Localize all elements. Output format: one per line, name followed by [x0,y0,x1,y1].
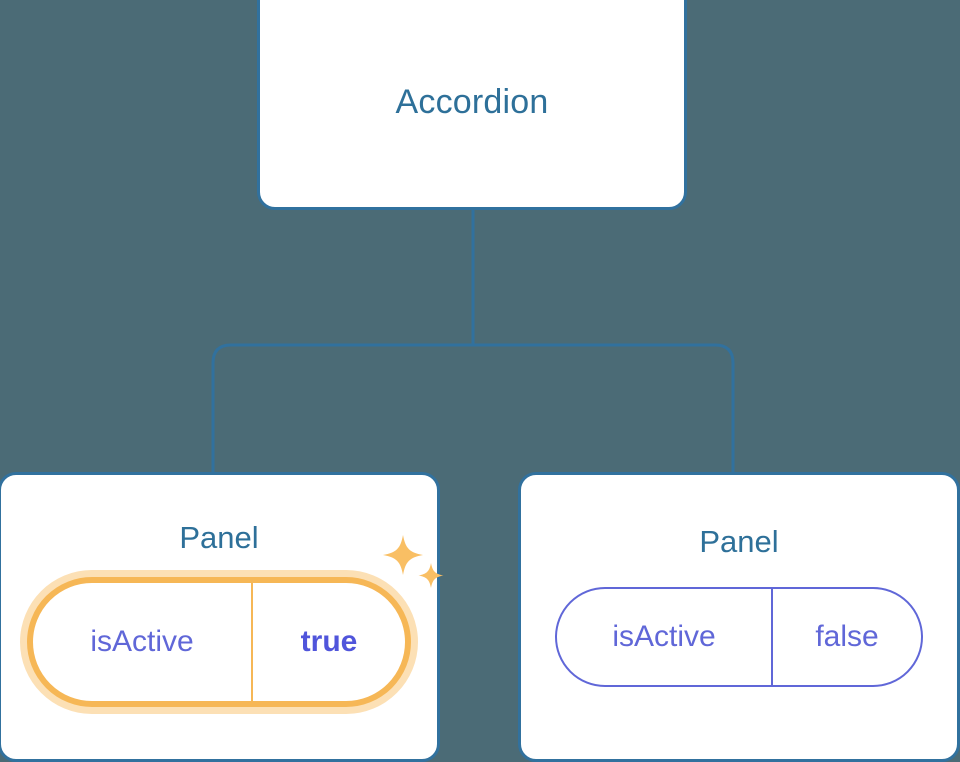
node-panel-active-title: Panel [179,520,259,555]
sparkle-small-icon [418,563,444,588]
prop-divider [251,583,253,701]
connector-branch-bar [211,343,735,472]
prop-key: isActive [612,620,716,653]
node-accordion-title: Accordion [395,83,549,121]
node-panel-inactive-title: Panel [699,524,779,559]
prop-value: true [300,625,358,658]
node-panel-inactive[interactable]: Panel isActive false [518,472,960,762]
sparkle-large-icon [383,535,423,575]
sparkle-group [383,535,444,588]
prop-pill-isactive-false[interactable]: isActive false [555,587,923,687]
node-panel-active[interactable]: Panel isActive true [0,472,444,762]
prop-divider [771,589,773,685]
prop-value: false [815,620,879,653]
prop-pill-active-wrapper: isActive true [27,535,444,707]
prop-key: isActive [90,625,194,658]
prop-pill-isactive-true[interactable]: isActive true [27,577,411,707]
node-accordion[interactable]: Accordion [257,0,687,210]
